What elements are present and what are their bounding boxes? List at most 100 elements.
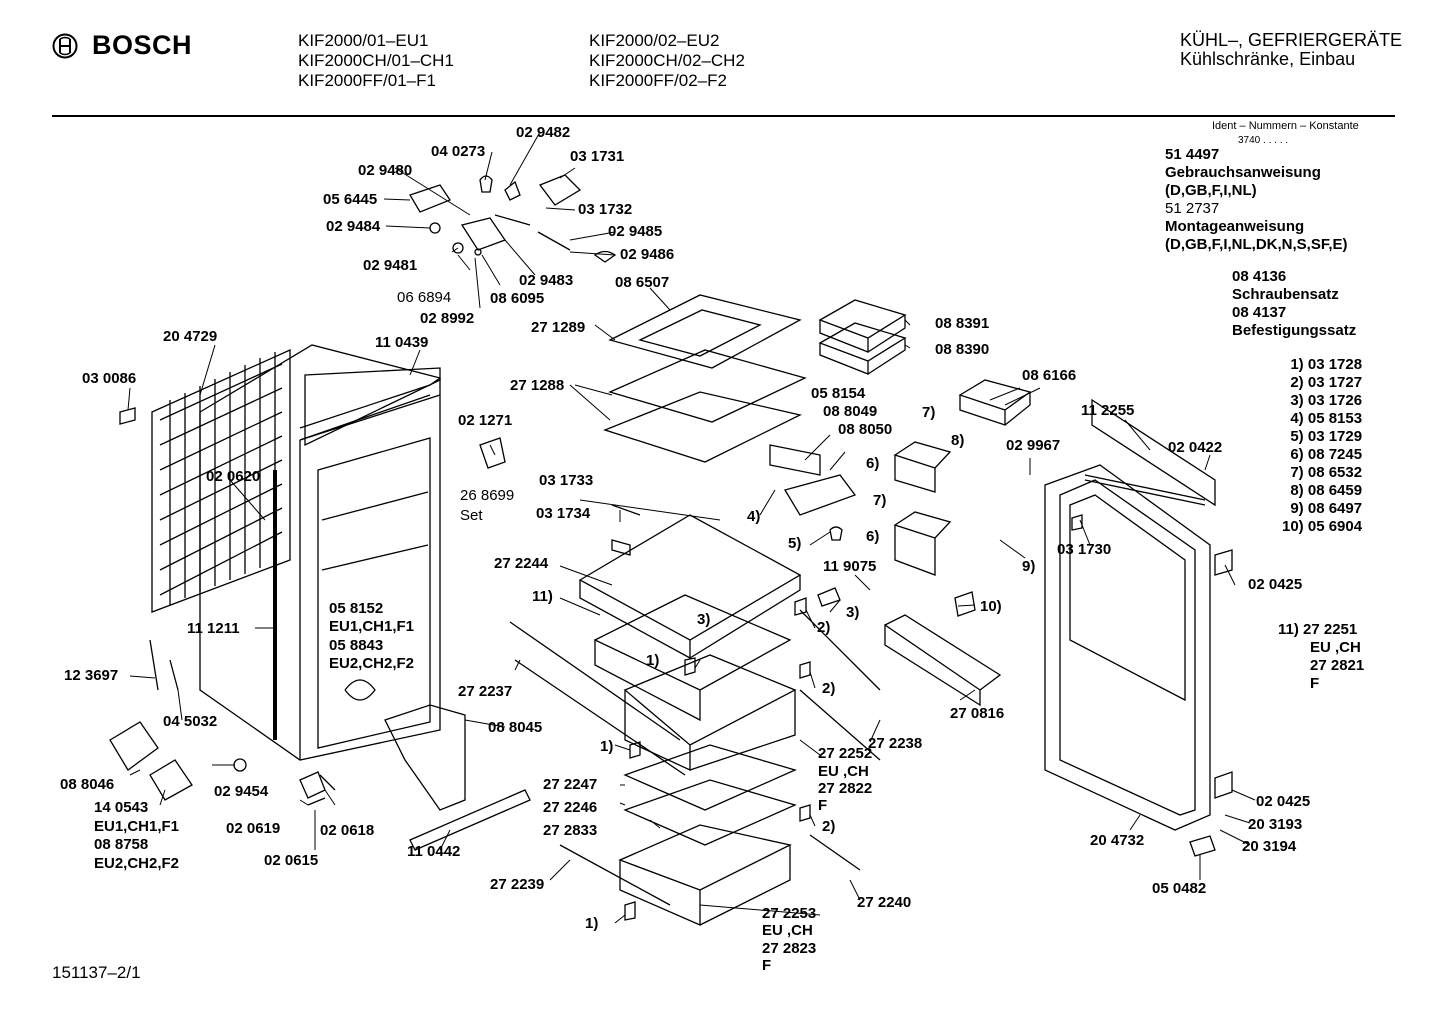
model-item: KIF2000CH/01–CH1	[298, 51, 454, 70]
model-list-2: KIF2000/02–EU2 KIF2000CH/02–CH2 KIF2000F…	[589, 31, 745, 91]
part-label: 02 9482	[516, 124, 571, 141]
part-label: 27 2247	[543, 776, 598, 793]
part-label: 1)	[646, 652, 660, 669]
part-label: 5)	[788, 535, 802, 552]
part-label: 05 8152	[329, 600, 384, 617]
part-label: 08 8391	[935, 315, 990, 332]
numbered-part: 9) 08 6497	[1290, 500, 1363, 517]
part-label: 27 2239	[490, 876, 545, 893]
condenser-coil-drawing	[151, 348, 291, 613]
documents-list: 51 4497 Gebrauchsanweisung (D,GB,F,I,NL)…	[1165, 146, 1348, 254]
part-label: 7)	[873, 492, 887, 509]
part-label: 11 0439	[375, 334, 429, 351]
part-label: 27 2822	[818, 780, 873, 797]
part-label: 02 1271	[458, 412, 513, 429]
numbered-part: 7) 08 6532	[1290, 464, 1363, 481]
part-label: 27 2252	[818, 745, 873, 762]
part-label: 6)	[866, 528, 880, 545]
part-label: 10)	[980, 598, 1002, 615]
part-label: 4)	[747, 508, 761, 525]
model-item: KIF2000CH/02–CH2	[589, 51, 745, 70]
drawing-number: 151137–2/1	[52, 963, 141, 982]
part-label: 08 6166	[1022, 367, 1077, 384]
part-label: 20 4729	[163, 328, 218, 345]
category-title: KÜHL–, GEFRIERGERÄTE	[1180, 30, 1403, 50]
variant-11-list: 11) 27 2251 EU ,CH 27 2821 F	[1278, 621, 1364, 693]
doc-line: (D,GB,F,I,NL)	[1165, 182, 1257, 199]
glass-shelves-drawing	[603, 294, 807, 463]
brand-name: BOSCH	[92, 30, 193, 60]
part-label: 03 1730	[1057, 541, 1112, 558]
door-shelf-drawing	[883, 614, 1002, 707]
part-label: 2)	[822, 818, 836, 835]
part-label: 03 1734	[536, 505, 591, 522]
part-label: 02 9967	[1006, 437, 1061, 454]
header-rule	[52, 115, 1395, 117]
part-label: 27 0816	[950, 705, 1005, 722]
model-item: KIF2000FF/01–F1	[298, 71, 436, 90]
part-label: 08 6507	[615, 274, 670, 291]
part-label: 7)	[922, 404, 936, 421]
doc-line: Gebrauchsanweisung	[1165, 164, 1321, 181]
ice-trays-drawing	[818, 299, 1032, 576]
part-label: EU2,CH2,F2	[94, 855, 180, 872]
variant-line: 11) 27 2251	[1278, 621, 1358, 638]
part-label: 27 2244	[494, 555, 549, 572]
kit-line: 08 4137	[1232, 304, 1287, 321]
part-label: 20 3193	[1248, 816, 1303, 833]
part-label: 11 2255	[1081, 402, 1135, 419]
part-label: 12 3697	[64, 667, 119, 684]
part-label: Set	[460, 507, 483, 524]
part-label: 20 4732	[1090, 832, 1145, 849]
numbered-part: 5) 03 1729	[1290, 428, 1363, 445]
part-label: 3)	[846, 604, 860, 621]
part-label: 8)	[951, 432, 965, 449]
part-label: 06 6894	[397, 289, 452, 306]
part-label: 11 9075	[823, 558, 877, 575]
part-label: 02 0422	[1168, 439, 1223, 456]
part-label: 02 8992	[420, 310, 475, 327]
part-label: 2)	[822, 680, 836, 697]
part-label: 02 9485	[608, 223, 663, 240]
part-label: 1)	[585, 915, 599, 932]
part-label: 08 6095	[490, 290, 545, 307]
part-label: 3)	[697, 611, 711, 628]
brand-logo: BOSCH	[52, 30, 192, 61]
numbered-part: 8) 08 6459	[1290, 482, 1363, 499]
leader-lines	[127, 131, 1256, 924]
part-label: 08 8046	[60, 776, 115, 793]
part-label: 27 2823	[762, 940, 817, 957]
part-label: 6)	[866, 455, 880, 472]
part-label: 27 2238	[868, 735, 923, 752]
variant-line: 27 2821	[1310, 657, 1365, 674]
part-label: EU1,CH1,F1	[329, 618, 415, 635]
part-label: 11 1211	[187, 620, 240, 637]
part-label: 9)	[1022, 558, 1036, 575]
door-drawing	[1044, 464, 1211, 831]
part-label: 20 3194	[1242, 838, 1297, 855]
model-item: KIF2000FF/02–F2	[589, 71, 727, 90]
bosch-armature-icon	[52, 33, 78, 58]
numbered-part: 3) 03 1726	[1290, 392, 1363, 409]
kit-line: Schraubensatz	[1232, 286, 1339, 303]
numbered-part: 1) 03 1728	[1290, 356, 1363, 373]
part-label: 02 9480	[358, 162, 413, 179]
part-label: 02 9484	[326, 218, 381, 235]
part-label: 02 0619	[226, 820, 281, 837]
model-item: KIF2000/02–EU2	[589, 31, 720, 50]
fan-duct-drawing	[344, 679, 531, 851]
doc-line: (D,GB,F,I,NL,DK,N,S,SF,E)	[1165, 236, 1348, 253]
part-label: 27 2240	[857, 894, 912, 911]
part-label: 08 8390	[935, 341, 990, 358]
part-label: 08 8758	[94, 836, 149, 853]
part-label: 05 6445	[323, 191, 378, 208]
doc-line: Montageanweisung	[1165, 218, 1305, 235]
part-label: 02 0425	[1256, 793, 1311, 810]
part-label: 27 2246	[543, 799, 598, 816]
part-label: 26 8699	[460, 487, 515, 504]
part-label: 27 1289	[531, 319, 586, 336]
part-label: 05 8154	[811, 385, 866, 402]
doc-line: 51 4497	[1165, 146, 1220, 163]
category-subtitle: Kühlschränke, Einbau	[1180, 49, 1356, 69]
doc-line: 51 2737	[1165, 200, 1220, 217]
